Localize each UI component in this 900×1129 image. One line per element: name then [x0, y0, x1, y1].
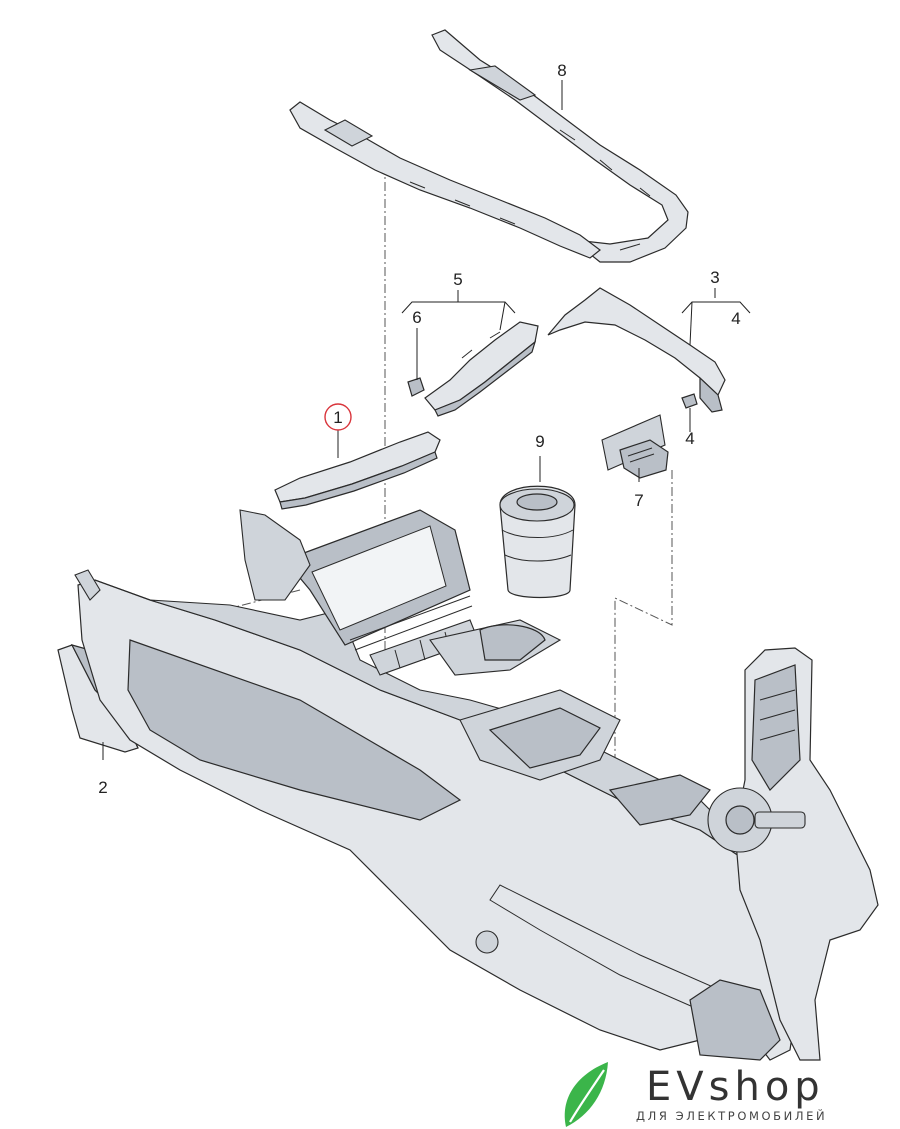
callout-9: 9	[535, 432, 544, 451]
callout-4-lower: 4	[685, 429, 694, 448]
part-1-decor-strip	[274, 431, 441, 510]
callout-3: 3	[710, 268, 719, 287]
part-6-clip	[407, 377, 425, 397]
callout-1-highlight-circle	[324, 403, 352, 431]
callout-5: 5	[453, 270, 462, 289]
logo-brand-text: EVshop	[646, 1064, 825, 1110]
callout-1: 1	[333, 408, 342, 427]
part-3-side-trim	[547, 287, 726, 413]
callout-6: 6	[412, 308, 421, 327]
part-8-lower-strip	[289, 101, 601, 259]
callout-8: 8	[557, 61, 566, 80]
callout-2: 2	[98, 778, 107, 797]
callout-7: 7	[634, 491, 643, 510]
callout-leaders	[102, 80, 751, 760]
leaf-vein-icon	[569, 1069, 605, 1123]
part-5-side-trim	[424, 321, 539, 417]
callout-labels: 8 5 6 3 4 4 9 7 2 1	[98, 61, 740, 797]
logo-tagline-text: ДЛЯ ЭЛЕКТРОМОБИЛЕЙ	[636, 1108, 827, 1123]
part-8-trim-frame	[431, 29, 689, 263]
part-7-switch-module	[601, 414, 669, 479]
evshop-logo: EVshop ДЛЯ ЭЛЕКТРОМОБИЛЕЙ	[564, 1062, 827, 1127]
callout-4-upper: 4	[731, 309, 740, 328]
center-console	[74, 509, 879, 1061]
part-9-cup-holder	[499, 485, 576, 599]
